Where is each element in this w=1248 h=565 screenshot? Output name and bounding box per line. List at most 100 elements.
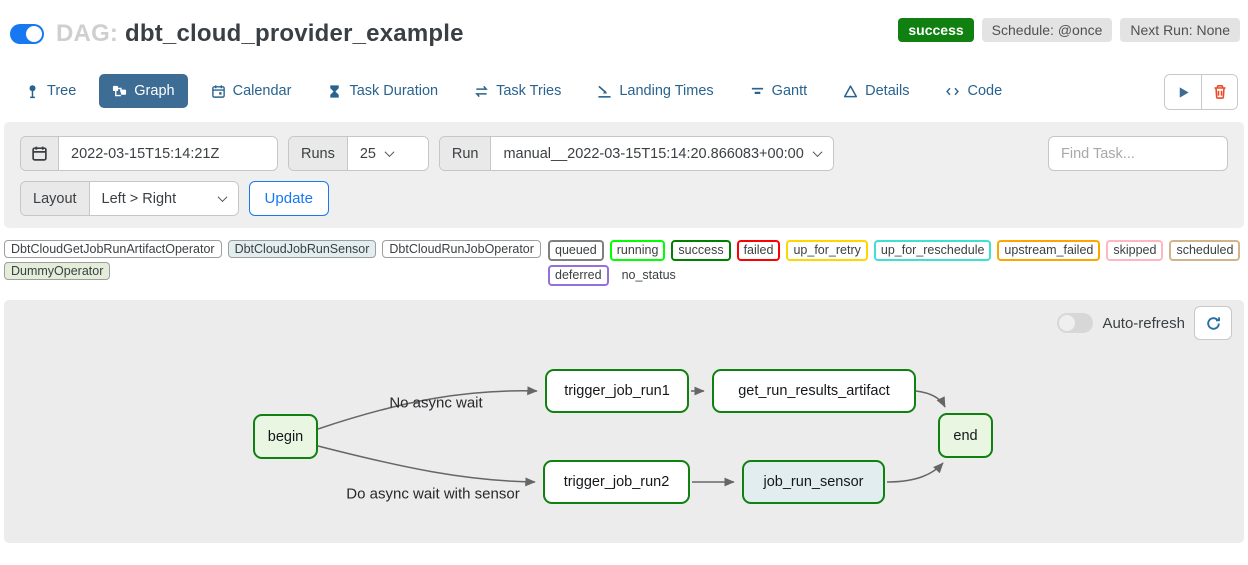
edge-job_run_sensor-to-end [886, 462, 944, 483]
view-tabbar: Tree Graph Calendar Task Duration Task T… [12, 74, 1238, 110]
code-icon [946, 87, 960, 95]
gantt-icon [751, 87, 763, 94]
status-legend-badge: deferred [548, 265, 609, 286]
calendar-icon [211, 84, 225, 98]
edge-begin-to-trigger_job_run1 [317, 386, 538, 430]
tab-label: Graph [134, 83, 175, 99]
tab-graph[interactable]: Graph [99, 74, 188, 108]
tab-label: Task Duration [349, 83, 439, 99]
tab-landing-times[interactable]: Landing Times [584, 74, 726, 108]
run-select[interactable]: manual__2022-03-15T15:14:20.866083+00:00 [491, 137, 833, 170]
task-node-get_run_results_artifact[interactable]: get_run_results_artifact [712, 369, 916, 413]
chevron-down-icon [217, 192, 227, 203]
runs-selected-value: 25 [359, 145, 376, 162]
operator-legend-badge: DummyOperator [4, 262, 111, 280]
status-legend-badge: queued [548, 240, 604, 261]
status-badge[interactable]: success [898, 18, 974, 42]
tab-calendar[interactable]: Calendar [198, 74, 305, 108]
run-label: Run [439, 137, 492, 170]
dag-action-buttons [1164, 74, 1238, 110]
status-legend-badge: up_for_retry [786, 240, 868, 261]
page-title: DAG: dbt_cloud_provider_example [56, 20, 464, 48]
trigger-dag-button[interactable] [1165, 75, 1201, 109]
tab-label: Task Tries [496, 83, 562, 99]
repeat-icon [475, 85, 488, 97]
task-node-begin[interactable]: begin [253, 414, 318, 459]
find-task-input[interactable] [1048, 136, 1228, 171]
operator-legend-badge: DbtCloudRunJobOperator [382, 240, 541, 258]
dag-title-prefix: DAG: [56, 20, 119, 47]
plane-landing-icon [598, 85, 611, 98]
hourglass-icon [330, 84, 340, 98]
run-group: Run manual__2022-03-15T15:14:20.866083+0… [438, 136, 834, 171]
tab-tree[interactable]: Tree [12, 74, 89, 108]
runs-group: Runs 25 [288, 136, 429, 171]
operator-legend-badge: DbtCloudJobRunSensor [227, 240, 377, 258]
calendar-icon [32, 146, 47, 161]
tab-label: Gantt [771, 83, 808, 99]
tab-task-tries[interactable]: Task Tries [461, 74, 574, 108]
layout-selected-value: Left > Right [101, 190, 177, 207]
tab-label: Details [865, 83, 910, 99]
run-selected-value: manual__2022-03-15T15:14:20.866083+00:00 [503, 145, 804, 162]
play-icon [1179, 86, 1189, 98]
edge-get_run_results_artifact-to-end [915, 390, 946, 408]
base-date-calendar-button[interactable] [21, 137, 59, 170]
warning-triangle-icon [844, 84, 858, 97]
refresh-button[interactable] [1194, 306, 1232, 340]
runs-label: Runs [289, 137, 348, 170]
dag-graph-panel: Auto-refresh begin trigger_job_run1 get_ru… [4, 300, 1244, 543]
layout-group: Layout Left > Right [20, 181, 239, 216]
task-node-job_run_sensor[interactable]: job_run_sensor [742, 460, 885, 504]
base-date-input[interactable] [59, 137, 277, 170]
legend: DbtCloudGetJobRunArtifactOperator DbtClou… [4, 240, 1244, 286]
status-legend-badge: success [671, 240, 731, 261]
tab-label: Code [967, 83, 1003, 99]
layout-select[interactable]: Left > Right [89, 182, 238, 215]
dag-header: DAG: dbt_cloud_provider_example success … [0, 0, 1248, 48]
legend-operators: DbtCloudGetJobRunArtifactOperator DbtClou… [4, 240, 548, 280]
dag-pause-toggle[interactable] [10, 24, 44, 44]
base-date-group [20, 136, 278, 171]
edge-begin-to-trigger_job_run2 [317, 445, 536, 487]
refresh-icon [1206, 316, 1220, 330]
tab-label: Calendar [232, 83, 292, 99]
tab-code[interactable]: Code [932, 74, 1015, 108]
tab-task-duration[interactable]: Task Duration [314, 74, 451, 108]
graph-icon [113, 85, 127, 96]
tab-details[interactable]: Details [830, 74, 922, 108]
dag-title-name: dbt_cloud_provider_example [125, 20, 464, 47]
status-legend-badge: upstream_failed [997, 240, 1101, 261]
status-legend-badge: running [609, 240, 666, 261]
tree-icon [29, 84, 36, 98]
task-node-end[interactable]: end [938, 413, 993, 458]
tab-label: Landing Times [619, 83, 714, 99]
runs-select[interactable]: 25 [347, 137, 428, 170]
status-legend-badge: skipped [1106, 240, 1164, 261]
edges-svg [317, 386, 946, 487]
status-legend-badge: failed [736, 240, 781, 261]
edge-label: No async wait [389, 394, 483, 412]
chevron-down-icon [812, 147, 823, 158]
auto-refresh-toggle[interactable] [1057, 313, 1094, 333]
update-button[interactable]: Update [248, 181, 329, 216]
tab-gantt[interactable]: Gantt [737, 74, 820, 108]
chevron-down-icon [384, 147, 395, 158]
status-legend-badge: scheduled [1169, 240, 1241, 261]
status-legend-badge: no_status [614, 265, 683, 286]
status-legend-badge: up_for_reschedule [873, 240, 992, 261]
filter-panel: Runs 25 Run manual__2022-03-15T15:14:20.… [4, 122, 1244, 228]
tab-label: Tree [47, 83, 77, 99]
delete-dag-button[interactable] [1201, 75, 1237, 109]
toggle-knob [1059, 315, 1076, 331]
layout-label: Layout [21, 182, 90, 215]
task-node-trigger_job_run2[interactable]: trigger_job_run2 [543, 460, 690, 504]
edge-label: Do async wait with sensor [346, 485, 520, 503]
trash-icon [1214, 85, 1225, 99]
auto-refresh-label: Auto-refresh [1102, 314, 1185, 332]
schedule-badge[interactable]: Schedule: @once [981, 18, 1113, 42]
header-badges: success Schedule: @once Next Run: None [898, 18, 1240, 42]
task-node-trigger_job_run1[interactable]: trigger_job_run1 [545, 369, 689, 413]
operator-legend-badge: DbtCloudGetJobRunArtifactOperator [4, 240, 222, 258]
